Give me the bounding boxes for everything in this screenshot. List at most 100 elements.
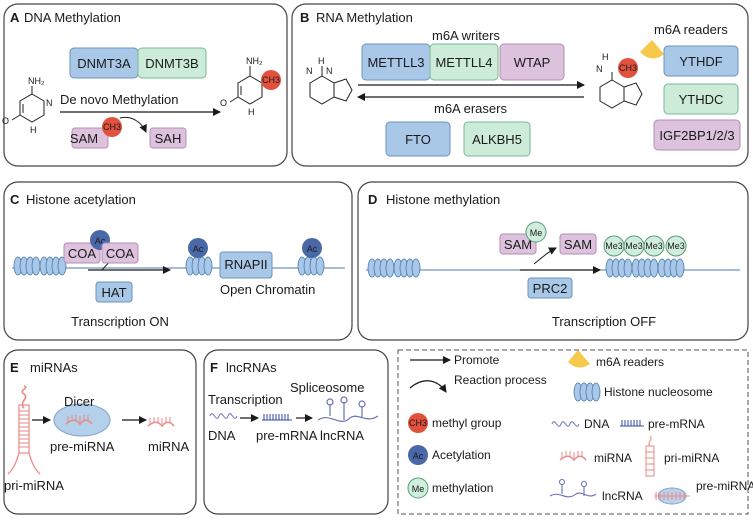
c-nucleosome-1 <box>13 256 41 276</box>
legend-dna-label: DNA <box>584 417 609 431</box>
d-me-circle <box>525 221 547 243</box>
legend-methylation-label: methylation <box>432 481 493 495</box>
d-me-label: Me <box>530 228 543 238</box>
panel-a: A DNA Methylation DNMT3A DNMT3B NH₂ N O … <box>2 3 288 167</box>
cytosine-o: O <box>2 116 9 126</box>
writers-label: m6A writers <box>432 28 500 43</box>
m6a-n: N <box>596 64 603 74</box>
d-sam-label-1: SAM <box>504 237 532 252</box>
legend: Promote Reaction process CH3 methyl grou… <box>397 349 753 515</box>
legend-methyl-circle <box>408 413 428 433</box>
methylcytosine-o: O <box>220 98 227 108</box>
panel-d-letter: D <box>368 192 377 207</box>
legend-pri-mirna-shape <box>645 435 655 477</box>
readers-label: m6A readers <box>654 22 728 37</box>
open-chromatin-label: Open Chromatin <box>220 282 315 297</box>
rnapii-label: RNAPII <box>224 257 267 272</box>
cytosine-molecule <box>11 86 45 123</box>
c-ac-label-3: Ac <box>307 244 318 254</box>
panel-a-letter: A <box>10 10 20 25</box>
sam-ch3-label: CH3 <box>103 122 121 132</box>
legend-nucleosome <box>573 382 601 402</box>
legend-mirna-label: miRNA <box>594 451 632 465</box>
adenine-n1: N <box>306 66 313 76</box>
erasers-label: m6A erasers <box>434 101 507 116</box>
dnmt3b-box <box>137 47 207 79</box>
sam-box <box>71 127 109 149</box>
c-ac-circle-2 <box>188 238 208 258</box>
legend-pre-mrna-label: pre-mRNA <box>648 417 705 431</box>
d-me3-label-4: Me3 <box>667 241 685 251</box>
m6a-reader-shape <box>640 40 664 59</box>
cytosine-nh: H <box>30 125 37 135</box>
c-nucleosome-3 <box>185 256 213 276</box>
panel-e-letter: E <box>10 360 19 375</box>
c-coa-box-2 <box>101 242 139 264</box>
transcription-label: Transcription <box>208 392 283 407</box>
transcription-off-label: Transcription OFF <box>552 314 656 329</box>
legend-acetylation-label: Acetylation <box>432 448 491 462</box>
legend-pre-mirna-shape <box>654 487 690 505</box>
m6a-molecule <box>599 72 643 109</box>
d-nucleosome-2 <box>393 258 421 278</box>
c-coa-box-1 <box>63 242 101 264</box>
fto-label: FTO <box>405 132 431 147</box>
d-me3-circle-3 <box>643 235 665 257</box>
legend-histone-label: Histone nucleosome <box>604 385 713 399</box>
panel-c-title: Histone acetylation <box>26 192 136 207</box>
dnmt3a-label: DNMT3A <box>77 56 131 71</box>
ythdf-label: YTHDF <box>679 54 722 69</box>
mettll4-box <box>429 43 499 81</box>
ythdc-label: YTHDC <box>679 92 724 107</box>
panel-b: B RNA Methylation H N N m6A writers METT… <box>291 3 749 167</box>
hat-box <box>95 281 133 303</box>
sam-ch3-circle <box>102 117 122 137</box>
d-nucleosome-4 <box>631 258 659 278</box>
c-ac-circle-3 <box>302 238 322 258</box>
m6a-ch3-label: CH3 <box>619 63 637 73</box>
legend-me-circle <box>407 477 429 499</box>
legend-pri-mirna-label: pri-miRNA <box>664 451 719 465</box>
rnapii-box <box>219 251 273 279</box>
panel-b-letter: B <box>300 10 309 25</box>
f-lncrna-label: lncRNA <box>320 428 364 443</box>
ythdf-box <box>663 45 739 77</box>
igf2bp-box <box>653 119 741 151</box>
fto-box <box>385 121 451 157</box>
legend-reaction-arrow <box>409 380 447 393</box>
f-dna-shape <box>209 413 238 419</box>
methylcytosine-ch3-circle <box>261 70 281 90</box>
d-nucleosome-3 <box>605 258 633 278</box>
dnmt3b-label: DNMT3B <box>145 56 198 71</box>
legend-dna-shape <box>551 421 580 427</box>
c-ac-label-1: Ac <box>95 236 106 246</box>
mettll3-label: METTLL3 <box>367 55 424 70</box>
mettll4-label: METTLL4 <box>435 55 492 70</box>
adenine-h: H <box>318 56 325 66</box>
igf2bp-label: IGF2BP1/2/3 <box>659 128 734 143</box>
adenine-molecule <box>309 66 353 105</box>
c-nucleosome-4 <box>297 256 325 276</box>
pri-mirna-label: pri-miRNA <box>4 478 64 493</box>
panel-f: F lncRNAs Transcription Spliceosome DNA … <box>203 349 389 515</box>
d-sam-box-2 <box>559 233 597 255</box>
d-nucleosome-1 <box>367 258 395 278</box>
spliceosome-label: Spliceosome <box>290 380 364 395</box>
m6a-ch3-circle <box>618 58 638 78</box>
panel-f-letter: F <box>210 360 218 375</box>
f-lncrna-shape <box>317 396 379 423</box>
sah-label: SAH <box>155 131 182 146</box>
panel-d-title: Histone methylation <box>386 192 500 207</box>
panel-e-title: miRNAs <box>30 360 78 375</box>
wtap-label: WTAP <box>514 55 551 70</box>
panel-d: D Histone methylation SAM Me SAM PRC2 Me… <box>357 181 749 341</box>
d-sam-label-2: SAM <box>564 237 592 252</box>
panel-a-title: DNA Methylation <box>24 10 121 25</box>
dicer-shape <box>53 403 111 437</box>
prc2-box <box>527 277 573 299</box>
de-novo-label: De novo Methylation <box>60 92 179 107</box>
legend-methyl-symbol: CH3 <box>409 418 427 428</box>
panel-e: E miRNAs pri-miRNA Dicer pre-miRNA miRNA <box>3 349 197 515</box>
legend-readers-label: m6A readers <box>596 355 664 369</box>
